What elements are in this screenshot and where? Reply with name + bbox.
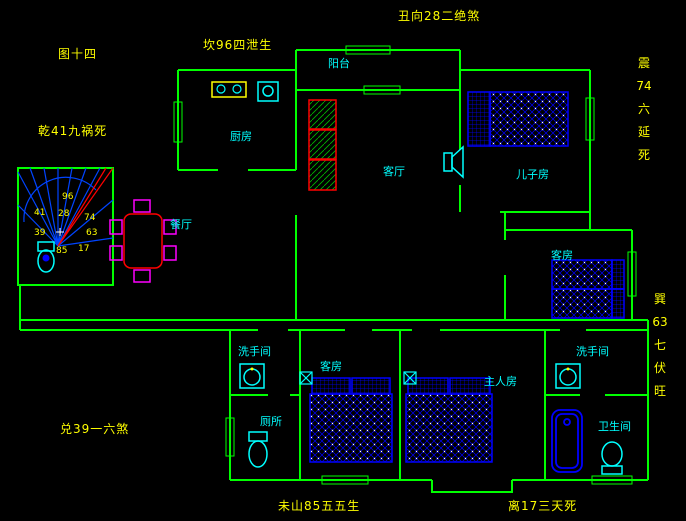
- label-washroom-right: 洗手间: [576, 345, 609, 358]
- label-dining-room: 餐厅: [170, 218, 192, 231]
- xun-annotation: 巽 63 七 伏 旺: [652, 288, 668, 403]
- compass-figure: [37, 241, 55, 273]
- label-balcony: 阳台: [328, 57, 350, 70]
- dui-annotation: 兑39一六煞: [60, 422, 130, 436]
- bed-son-room: [467, 91, 569, 147]
- compass-number: 74: [84, 213, 96, 223]
- zhen-line: 死: [637, 148, 650, 162]
- kan-annotation: 坎96四泄生: [203, 38, 273, 52]
- label-kitchen: 厨房: [230, 130, 252, 143]
- compass-number: 41: [34, 208, 46, 218]
- compass-number: 63: [86, 228, 98, 238]
- bed-master: [405, 377, 493, 463]
- chou-annotation: 丑向28二绝煞: [398, 9, 481, 23]
- beds-guest-right: [551, 259, 625, 319]
- bed-guest-bottom: [309, 377, 393, 463]
- figure-label: 图十四: [58, 47, 98, 61]
- bathtub-icon: [551, 409, 583, 473]
- kitchen-sink-icon: [257, 81, 279, 102]
- li-annotation: 离17三天死: [508, 499, 578, 513]
- label-bathroom: 卫生间: [598, 420, 631, 433]
- compass-number: 39: [34, 228, 46, 238]
- compass-number: 17: [78, 244, 90, 254]
- compass-number: 28: [58, 209, 70, 219]
- toilet-right-icon: [601, 441, 623, 475]
- compass-rose: [17, 167, 114, 286]
- xun-line: 伏: [653, 361, 666, 375]
- washbasin-right-icon: [555, 363, 581, 389]
- speaker-icon: [443, 145, 464, 179]
- label-toilet: 厕所: [260, 415, 282, 428]
- zhen-line: 延: [637, 125, 650, 139]
- zhen-line: 74: [636, 79, 652, 93]
- sofa: [308, 99, 337, 191]
- wei-annotation: 未山85五五生: [278, 499, 361, 513]
- zhen-annotation: 震 74 六 延 死: [636, 52, 652, 167]
- window-symbols: [173, 45, 637, 485]
- xun-line: 63: [652, 315, 668, 329]
- compass-number: 85: [56, 246, 68, 256]
- walls: [19, 49, 649, 493]
- label-living-room: 客厅: [383, 165, 405, 178]
- label-master-room: 主人房: [484, 375, 517, 388]
- label-washroom-left: 洗手间: [238, 345, 271, 358]
- qian-annotation: 乾41九祸死: [38, 124, 108, 138]
- xun-line: 旺: [653, 384, 666, 398]
- label-guest-room-bottom: 客房: [320, 360, 342, 373]
- label-guest-room-right: 客房: [551, 249, 573, 262]
- toilet-left-icon: [248, 431, 268, 468]
- compass-number: 96: [62, 192, 74, 202]
- dining-table: [109, 199, 177, 283]
- washbasin-left-icon: [239, 363, 265, 389]
- nightstand-icons: [299, 371, 417, 385]
- zhen-line: 震: [637, 56, 650, 70]
- stove-icon: [211, 81, 247, 98]
- xun-line: 七: [653, 338, 666, 352]
- label-son-room: 儿子房: [516, 168, 549, 181]
- xun-line: 巽: [653, 292, 666, 306]
- zhen-line: 六: [637, 102, 650, 116]
